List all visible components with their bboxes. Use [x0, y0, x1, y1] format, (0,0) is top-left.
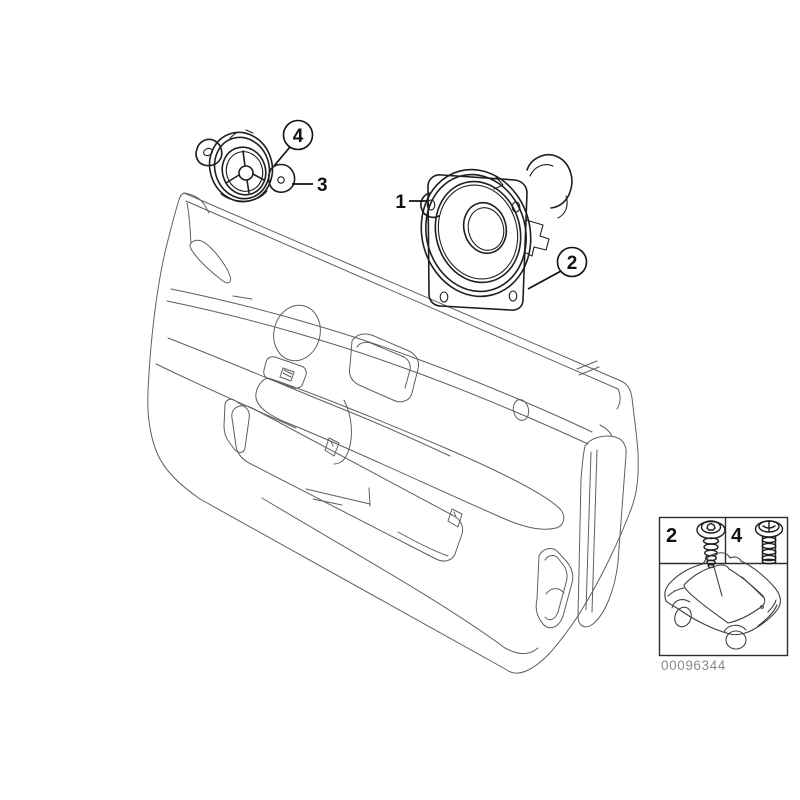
- callout-2[interactable]: 2: [527, 246, 588, 290]
- car-icon: [664, 552, 781, 650]
- callout-2-label[interactable]: 2: [567, 253, 578, 274]
- legend-cell-2-label[interactable]: 2: [666, 525, 677, 547]
- legend-cell-2[interactable]: 2: [666, 520, 726, 569]
- legend-cell-4[interactable]: 4: [731, 520, 784, 565]
- part-number-label: 00096344: [661, 658, 726, 673]
- window-switch-icon: [279, 367, 295, 382]
- tweeter-speaker-drawing: [195, 129, 296, 203]
- callout-1[interactable]: 1: [395, 192, 427, 213]
- midrange-speaker-drawing: [420, 154, 573, 311]
- legend-box: 2 4: [658, 516, 789, 657]
- callout-4[interactable]: 4: [273, 119, 314, 167]
- torx-screw-icon: [696, 520, 726, 569]
- callout-4-label[interactable]: 4: [293, 126, 304, 147]
- legend-cell-4-label[interactable]: 4: [731, 525, 743, 547]
- callout-3[interactable]: 3: [292, 175, 328, 196]
- door-panel-drawing: [147, 192, 639, 674]
- legend-box-border: [658, 516, 789, 657]
- callout-1-label[interactable]: 1: [395, 192, 406, 213]
- phillips-screw-icon: [754, 520, 784, 565]
- callout-3-label[interactable]: 3: [317, 175, 328, 196]
